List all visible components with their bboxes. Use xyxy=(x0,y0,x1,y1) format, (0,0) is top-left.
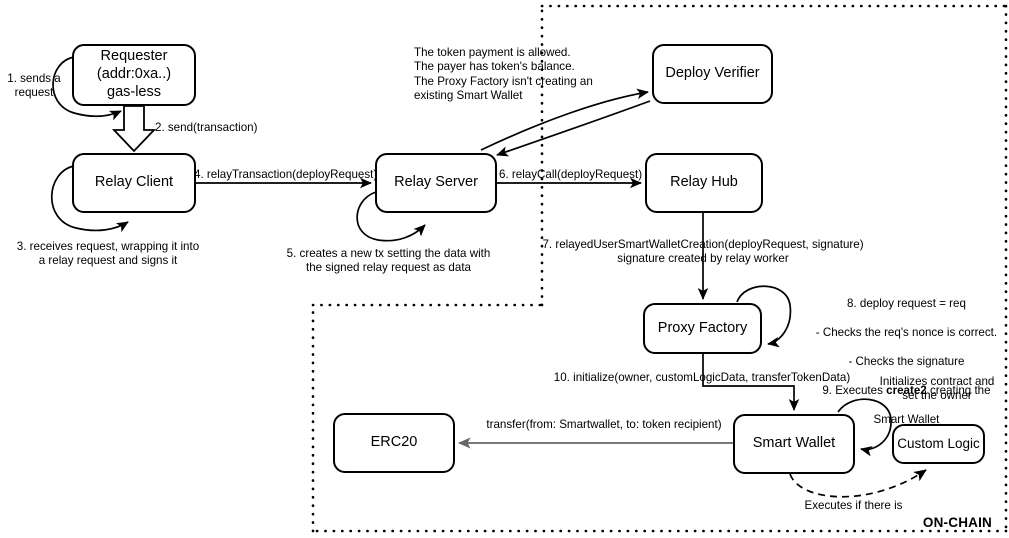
node-relay-client-label: Relay Client xyxy=(94,174,174,191)
node-requester-line-1: Requester xyxy=(100,48,168,65)
label-step-8-9: 8. deploy request = req - Checks the req… xyxy=(790,283,1009,442)
node-custom-logic[interactable]: Custom Logic xyxy=(892,424,985,464)
node-requester-line-3: gas-less xyxy=(107,83,161,100)
edge-requester-to-relay-client-block xyxy=(111,105,157,153)
label-deploy-verifier-note: The token payment is allowed. The payer … xyxy=(414,46,593,103)
node-smart-wallet-label: Smart Wallet xyxy=(752,435,836,452)
node-relay-server[interactable]: Relay Server xyxy=(375,153,497,213)
node-erc20[interactable]: ERC20 xyxy=(333,413,455,473)
label-initializes-contract: Initializes contract and set the owner xyxy=(879,375,995,403)
label-step-9-prefix: 9. Executes xyxy=(822,384,887,398)
node-requester[interactable]: Requester (addr:0xa..) gas-less xyxy=(72,44,196,106)
node-custom-logic-label: Custom Logic xyxy=(897,435,980,451)
node-deploy-verifier[interactable]: Deploy Verifier xyxy=(652,44,773,104)
node-proxy-factory-label: Proxy Factory xyxy=(657,319,748,336)
label-step-10: 10. initialize(owner, customLogicData, t… xyxy=(553,371,851,384)
node-erc20-label: ERC20 xyxy=(370,434,418,451)
label-step-1: 1. sends a request xyxy=(7,72,61,100)
label-step-8-line-1: 8. deploy request = req xyxy=(846,297,966,311)
label-step-9-create2: create2 xyxy=(886,384,927,398)
node-smart-wallet[interactable]: Smart Wallet xyxy=(733,414,855,474)
node-relay-hub[interactable]: Relay Hub xyxy=(645,153,763,213)
label-step-2: 2. send(transaction) xyxy=(155,121,258,134)
label-step-4: 4. relayTransaction(deployRequest) xyxy=(194,168,378,181)
edge-smart-wallet-to-custom-logic xyxy=(789,469,927,498)
label-step-3: 3. receives request, wrapping it into a … xyxy=(16,240,200,268)
label-transfer: transfer(from: Smartwallet, to: token re… xyxy=(486,418,722,431)
label-executes-if-there-is: Executes if there is xyxy=(804,499,903,512)
label-step-8-line-2: - Checks the req's nonce is correct. xyxy=(815,326,998,340)
label-step-8-line-3: - Checks the signature xyxy=(848,355,965,369)
label-step-7: 7. relayedUserSmartWalletCreation(deploy… xyxy=(542,238,864,266)
label-step-6: 6. relayCall(deployRequest) xyxy=(499,168,643,181)
node-deploy-verifier-label: Deploy Verifier xyxy=(665,65,760,82)
on-chain-zone-label: ON-CHAIN xyxy=(922,515,992,530)
node-relay-hub-label: Relay Hub xyxy=(670,174,738,191)
label-step-9-line-2: Smart Wallet xyxy=(873,413,940,427)
node-requester-line-2: (addr:0xa..) xyxy=(96,66,172,83)
label-step-5: 5. creates a new tx setting the data wit… xyxy=(286,247,491,275)
node-relay-server-label: Relay Server xyxy=(394,174,478,191)
node-relay-client[interactable]: Relay Client xyxy=(72,153,196,213)
edge-deploy-verifier-to-relay-server xyxy=(496,100,651,157)
node-proxy-factory[interactable]: Proxy Factory xyxy=(643,303,762,354)
label-step-9-suffix: creating the xyxy=(926,384,991,398)
